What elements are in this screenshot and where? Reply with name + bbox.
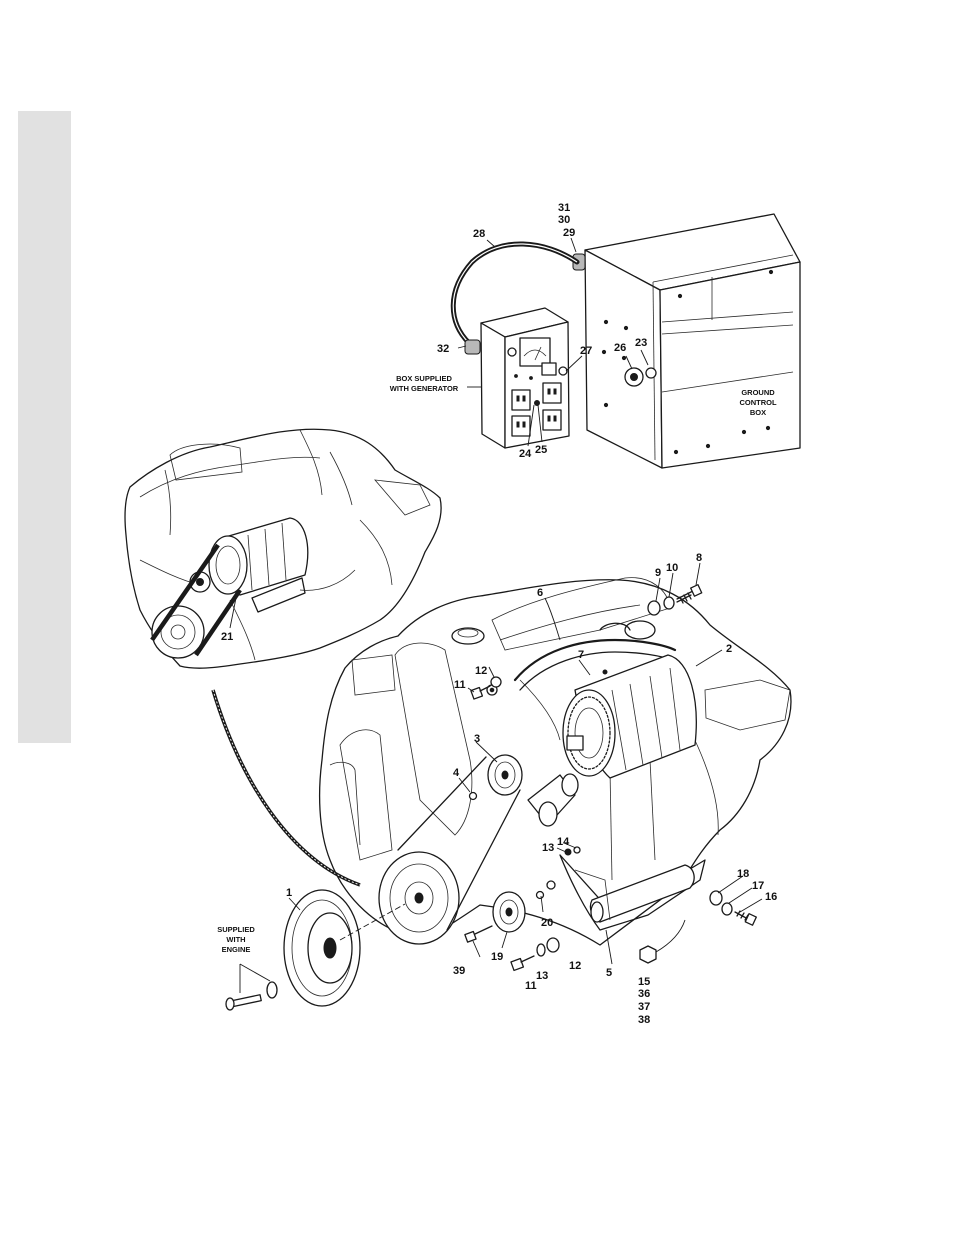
callout-6: 6 xyxy=(537,587,543,599)
callout-14: 14 xyxy=(557,836,570,848)
washer-9 xyxy=(648,601,660,615)
callout-13-lower: 13 xyxy=(536,970,548,982)
callout-12-upper: 12 xyxy=(475,665,487,677)
callout-13-upper: 13 xyxy=(542,842,554,854)
callout-38: 38 xyxy=(638,1014,650,1026)
bolt-11-lower xyxy=(511,956,534,970)
callout-32: 32 xyxy=(437,343,449,355)
nut-15 xyxy=(640,946,656,963)
bolt-8 xyxy=(677,585,702,603)
callout-11-lower: 11 xyxy=(525,980,537,992)
callout-31: 31 xyxy=(558,202,570,214)
callout-1: 1 xyxy=(286,887,292,899)
callout-12-lower: 12 xyxy=(569,960,581,972)
callout-8: 8 xyxy=(696,552,702,564)
caption-supplied-engine-line1: SUPPLIED xyxy=(217,925,255,934)
caption-ground-control-line1: GROUND xyxy=(741,388,775,397)
bolt-16 xyxy=(735,911,756,925)
callout-9: 9 xyxy=(655,567,661,579)
caption-box-supplied-line1: BOX SUPPLIED xyxy=(396,374,452,383)
callout-20: 20 xyxy=(541,917,553,929)
inset-engine-view xyxy=(125,429,441,668)
callout-21: 21 xyxy=(221,631,233,643)
caption-ground-control-line2: CONTROL xyxy=(739,398,776,407)
callout-37: 37 xyxy=(638,1001,650,1013)
callout-16: 16 xyxy=(765,891,777,903)
callout-15: 15 xyxy=(638,976,650,988)
callout-30: 30 xyxy=(558,214,570,226)
bolt-39 xyxy=(465,926,492,942)
callout-11-upper: 11 xyxy=(454,679,466,691)
generator-control-box xyxy=(465,308,569,448)
callout-4: 4 xyxy=(453,767,460,779)
pulley-bolt-and-washer xyxy=(226,964,277,1010)
callout-3: 3 xyxy=(474,733,480,745)
washer-13-lower xyxy=(537,944,545,956)
callout-26: 26 xyxy=(614,342,626,354)
callout-39: 39 xyxy=(453,965,465,977)
callout-29: 29 xyxy=(563,227,575,239)
callout-24: 24 xyxy=(519,448,532,460)
washer-12-upper xyxy=(491,677,501,687)
washer-18 xyxy=(710,891,722,905)
callout-18: 18 xyxy=(737,868,749,880)
ground-control-box xyxy=(573,214,800,468)
callout-5: 5 xyxy=(606,967,612,979)
callout-36: 36 xyxy=(638,988,650,1000)
main-engine-view xyxy=(320,578,791,945)
washer-10 xyxy=(664,597,674,609)
callout-23: 23 xyxy=(635,337,647,349)
caption-supplied-engine-line2: WITH xyxy=(226,935,245,944)
washer-17 xyxy=(722,903,732,915)
caption-ground-control-line3: BOX xyxy=(750,408,766,417)
caption-box-supplied-line2: WITH GENERATOR xyxy=(390,384,459,393)
callout-19: 19 xyxy=(491,951,503,963)
drive-belt xyxy=(213,690,360,885)
caption-supplied-engine-line3: ENGINE xyxy=(222,945,251,954)
callout-2: 2 xyxy=(726,643,732,655)
callout-25: 25 xyxy=(535,444,547,456)
callout-28: 28 xyxy=(473,228,485,240)
washer-12-lower xyxy=(547,938,559,952)
callout-17: 17 xyxy=(752,880,764,892)
callout-10: 10 xyxy=(666,562,678,574)
callout-27: 27 xyxy=(580,345,592,357)
callout-7: 7 xyxy=(578,649,584,661)
